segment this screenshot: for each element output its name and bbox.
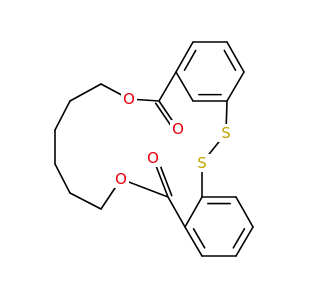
atom-O1: O [121,90,137,108]
atom-O3: O [145,149,161,167]
molecule-diagram: O O S S O O [54,41,254,257]
atom-S1: S [218,124,234,142]
bond-T2-T3 [226,41,245,73]
bond-H5-H6 [69,192,102,210]
bond-H4-H5 [54,163,71,194]
bond-H1-H2 [69,83,102,102]
bond-B3-B4-inner [232,228,246,249]
carbonyl-oxygen-bottom: O [147,149,159,167]
bond-B5-B6-inner [192,228,206,249]
structure-drawing: O O S S O O [54,41,254,257]
atom-O4: O [113,170,129,188]
atom-O2: O [170,120,186,138]
atom-S2: S [194,154,210,172]
sulfur-top: S [221,124,231,142]
bond-layer [54,41,254,257]
carbonyl-oxygen-top: O [172,120,184,138]
ester-oxygen-bottom: O [115,170,127,188]
bond-T6-C7 [158,71,177,102]
sulfur-bottom: S [197,154,207,172]
bond-B2-B3 [235,196,254,228]
ester-oxygen-top: O [123,90,135,108]
bond-B6-C8 [167,196,186,228]
bond-H2-H3 [54,100,71,131]
bond-B3-B4 [235,226,254,257]
bond-T6-T1 [175,41,194,73]
bond-B5-B6 [184,226,203,257]
atom-label-layer: O O S S O O [113,90,234,188]
bond-T3-T4 [226,71,245,102]
bond-T2-T3-inner [223,49,237,71]
bond-T6-T1-inner [183,49,197,71]
bond-T5-T6 [175,71,194,102]
bond-B6-B1 [184,196,203,228]
